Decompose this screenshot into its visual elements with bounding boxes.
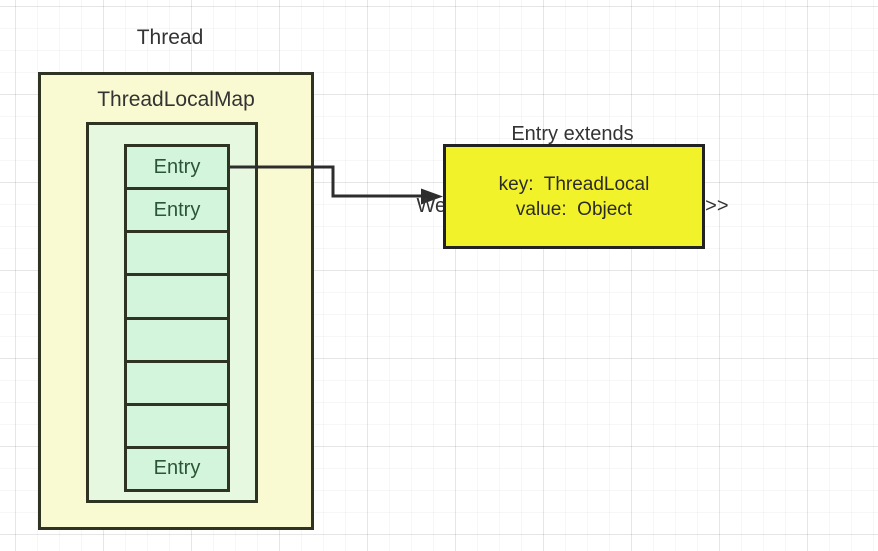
caption-line-1: Entry extends: [511, 123, 634, 145]
entry-cell-3: [127, 276, 227, 320]
entry-cell-0: Entry: [127, 147, 227, 191]
key-line: key: ThreadLocal: [498, 173, 650, 195]
threadlocalmap-title: ThreadLocalMap: [97, 88, 255, 111]
entry-stack: Entry Entry Entry: [124, 144, 230, 492]
entry-cell-5: [127, 363, 227, 406]
entry-cell-4: [127, 320, 227, 363]
entry-cell-1: Entry: [127, 190, 227, 234]
key-value-box: key: ThreadLocal value: Object: [443, 144, 705, 249]
value-line: value: Object: [515, 198, 633, 220]
entry-cell-2: [127, 233, 227, 277]
thread-label: Thread: [136, 26, 204, 49]
entry-cell-6: [127, 406, 227, 449]
entry-cell-7: Entry: [153, 457, 201, 480]
